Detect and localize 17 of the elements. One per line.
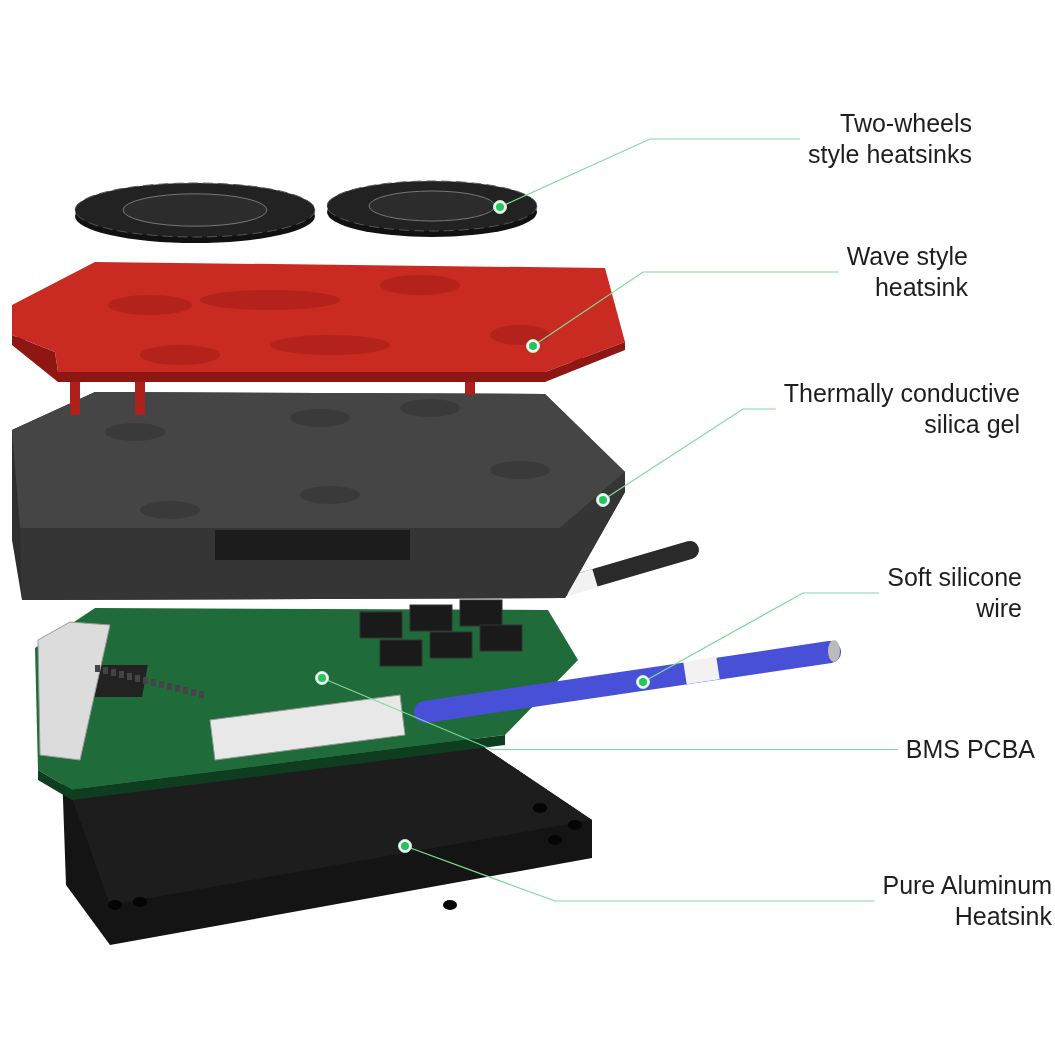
- leader-line: [315, 671, 899, 751]
- callout-label: BMS PCBA: [775, 734, 1035, 765]
- leader-line: [398, 839, 876, 902]
- silica-gel-case-drawing: [12, 392, 625, 600]
- leader-line: [596, 408, 777, 507]
- callout-label: Soft silicone wire: [842, 562, 1022, 624]
- callout-label: Two-wheels style heatsinks: [782, 108, 972, 170]
- leader-line: [526, 271, 840, 353]
- callout-label: Thermally conductive silica gel: [730, 378, 1020, 440]
- silicone-wire-drawing: [414, 541, 841, 723]
- leader-line: [636, 592, 880, 689]
- leader-line: [493, 138, 801, 214]
- callout-label: Pure Aluminum Heatsink: [842, 870, 1052, 932]
- wave-heatsink-plate-drawing: [12, 262, 625, 415]
- circuit-board-drawing: [35, 599, 578, 800]
- heatsink-disc-drawing: [74, 180, 538, 243]
- callout-label: Wave style heatsink: [808, 241, 968, 303]
